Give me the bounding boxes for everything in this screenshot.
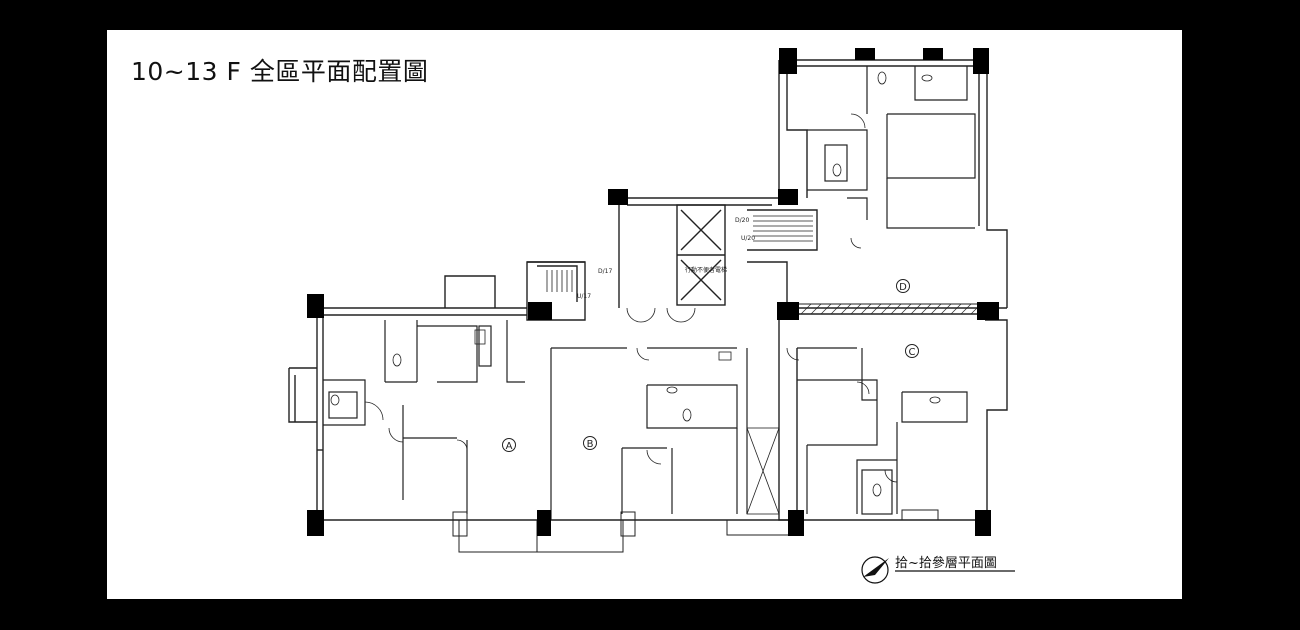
core-walls — [526, 197, 818, 348]
north-arrow-icon — [861, 556, 889, 584]
plan-legend: 拾~拾參層平面圖 — [861, 556, 1015, 584]
stair-label-d17: D/17 — [598, 268, 612, 275]
right-wing-walls — [778, 59, 1008, 521]
balcony-band — [796, 303, 988, 315]
unit-c-partitions — [797, 347, 968, 515]
plumbing-fixtures — [330, 71, 941, 497]
elevator-note: 行動不便者電梯 — [685, 266, 727, 274]
unit-marker-c: C — [905, 344, 919, 358]
core-labels: D/17 U/17 D/20 U/20 行動不便者電梯 — [577, 217, 755, 300]
unit-marker-b: B — [583, 436, 597, 450]
left-wing-walls — [288, 261, 798, 521]
unit-marker-a: A — [502, 438, 516, 452]
unit-label-b: B — [587, 439, 594, 450]
legend-caption: 拾~拾參層平面圖 — [895, 556, 997, 571]
unit-marker-d: D — [896, 279, 910, 293]
unit-label-a: A — [506, 441, 513, 452]
light-shaft — [746, 427, 780, 515]
bottom-balconies — [452, 509, 939, 553]
unit-b-partitions — [550, 347, 748, 520]
unit-label-d: D — [899, 282, 907, 293]
structural-columns — [307, 48, 999, 536]
unit-d-partitions — [807, 66, 976, 229]
stair-treads — [546, 215, 813, 292]
stair-label-u17: U/17 — [577, 293, 591, 300]
unit-markers: A B C D — [502, 279, 919, 452]
floor-plan-sheet: 10~13 F 全區平面配置圖 — [107, 30, 1182, 599]
floor-plan-drawing: A B C D D/17 U/17 D/20 U/20 行動不便者電梯 — [288, 48, 1015, 584]
door-swings — [364, 113, 898, 483]
unit-a-partitions — [323, 320, 525, 514]
unit-label-c: C — [909, 347, 916, 358]
page-title: 10~13 F 全區平面配置圖 — [131, 57, 429, 86]
stair-label-d20: D/20 — [735, 217, 749, 224]
balcony-hatch — [800, 303, 982, 315]
stair-label-u20: U/20 — [741, 235, 755, 242]
